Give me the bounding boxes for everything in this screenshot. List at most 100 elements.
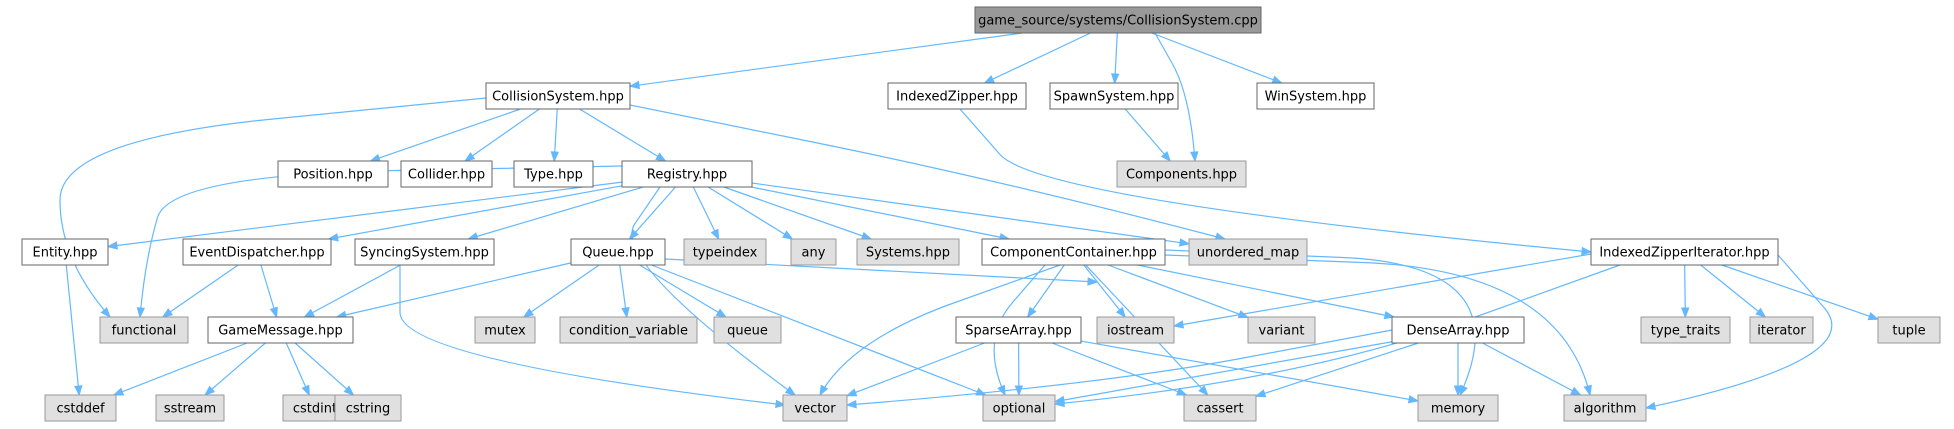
node-label: memory xyxy=(1431,402,1486,417)
edge-IndexedZipperIterator-to-type_traits xyxy=(1680,264,1690,319)
edge-DenseArray-to-optional xyxy=(1053,341,1393,405)
node-CollisionSystem[interactable]: CollisionSystem.hpp xyxy=(485,82,631,110)
node-label: SyncingSystem.hpp xyxy=(360,246,489,261)
node-box xyxy=(485,82,631,110)
node-cassert: cassert xyxy=(1183,394,1257,422)
edge-Queue-to-optional xyxy=(651,264,987,396)
node-condition_variable: condition_variable xyxy=(559,316,698,344)
node-box xyxy=(1417,394,1499,422)
node-label: typeindex xyxy=(693,246,758,261)
graph-nodes: game_source/systems/CollisionSystem.cppC… xyxy=(21,6,1941,422)
edge-SparseArray-to-memory xyxy=(1080,340,1420,404)
node-label: Collider.hpp xyxy=(408,168,485,183)
node-typeindex: typeindex xyxy=(683,238,767,266)
node-EventDispatcher[interactable]: EventDispatcher.hpp xyxy=(182,238,332,266)
node-Registry[interactable]: Registry.hpp xyxy=(621,160,753,188)
edge-IndexedZipperIterator-to-tuple xyxy=(1721,264,1880,321)
node-mutex: mutex xyxy=(474,316,536,344)
node-IndexedZipper[interactable]: IndexedZipper.hpp xyxy=(887,82,1027,110)
node-box xyxy=(1247,316,1316,344)
edge-root-to-IndexedZipper xyxy=(983,32,1091,84)
node-label: unordered_map xyxy=(1197,246,1300,261)
node-WinSystem[interactable]: WinSystem.hpp xyxy=(1256,82,1375,110)
node-label: cstring xyxy=(346,402,390,417)
node-box xyxy=(559,316,698,344)
node-box xyxy=(44,394,117,422)
edge-CollisionSystem-to-Registry xyxy=(579,108,667,162)
node-ComponentContainer[interactable]: ComponentContainer.hpp xyxy=(981,238,1166,266)
node-iostream: iostream xyxy=(1096,316,1175,344)
edge-GameMessage-to-cstdint xyxy=(285,342,310,397)
node-GameMessage[interactable]: GameMessage.hpp xyxy=(207,316,354,344)
node-Type[interactable]: Type.hpp xyxy=(513,160,594,188)
node-box xyxy=(513,160,594,188)
node-label: Registry.hpp xyxy=(647,168,727,183)
node-box xyxy=(1640,316,1731,344)
node-any: any xyxy=(790,238,837,266)
node-box xyxy=(1590,238,1779,266)
edge-DenseArray-to-cassert xyxy=(1254,342,1419,398)
node-DenseArray[interactable]: DenseArray.hpp xyxy=(1391,316,1525,344)
node-vector: vector xyxy=(782,394,848,422)
edge-IndexedZipperIterator-to-iterator xyxy=(1700,264,1767,318)
edge-Queue-to-condition_variable xyxy=(619,264,630,319)
node-box xyxy=(354,238,495,266)
node-label: type_traits xyxy=(1651,324,1721,339)
edge-IndexedZipperIterator-to-algorithm xyxy=(1644,254,1833,411)
node-box xyxy=(782,394,848,422)
node-box xyxy=(974,6,1262,34)
node-Entity[interactable]: Entity.hpp xyxy=(21,238,109,266)
node-box xyxy=(400,160,493,188)
node-box xyxy=(277,160,389,188)
node-box xyxy=(1096,316,1175,344)
node-box xyxy=(1749,316,1814,344)
edge-SyncingSystem-to-vector xyxy=(399,264,787,409)
edge-ComponentContainer-to-vector xyxy=(819,264,1063,397)
node-box xyxy=(1049,82,1179,110)
node-box xyxy=(21,238,109,266)
node-SparseArray[interactable]: SparseArray.hpp xyxy=(955,316,1082,344)
node-IndexedZipperIterator[interactable]: IndexedZipperIterator.hpp xyxy=(1590,238,1779,266)
edge-Registry-to-vector xyxy=(631,185,797,396)
edge-SyncingSystem-to-GameMessage xyxy=(303,264,401,318)
node-label: cstdint xyxy=(293,402,337,417)
edge-ComponentContainer-to-algorithm xyxy=(1164,254,1592,397)
node-box xyxy=(1116,160,1247,188)
edge-Registry-to-Queue xyxy=(628,186,676,241)
node-label: variant xyxy=(1259,324,1305,339)
node-box xyxy=(955,316,1082,344)
node-label: CollisionSystem.hpp xyxy=(492,90,624,105)
node-label: queue xyxy=(727,324,768,339)
node-label: Queue.hpp xyxy=(582,246,654,261)
node-label: mutex xyxy=(484,324,526,339)
node-queue: queue xyxy=(713,316,782,344)
node-Components: Components.hpp xyxy=(1116,160,1247,188)
edge-SparseArray-to-vector xyxy=(845,342,985,397)
node-label: optional xyxy=(993,402,1046,417)
node-label: SparseArray.hpp xyxy=(965,324,1072,339)
node-SyncingSystem[interactable]: SyncingSystem.hpp xyxy=(354,238,495,266)
node-label: game_source/systems/CollisionSystem.cpp xyxy=(978,14,1258,29)
node-box xyxy=(982,394,1056,422)
node-SpawnSystem[interactable]: SpawnSystem.hpp xyxy=(1049,82,1179,110)
node-label: GameMessage.hpp xyxy=(218,324,343,339)
node-Queue[interactable]: Queue.hpp xyxy=(570,238,666,266)
node-box xyxy=(713,316,782,344)
node-optional: optional xyxy=(982,394,1056,422)
node-box xyxy=(1563,394,1647,422)
edge-EventDispatcher-to-GameMessage xyxy=(260,264,278,319)
node-Position[interactable]: Position.hpp xyxy=(277,160,389,188)
edge-CollisionSystem-to-Type xyxy=(550,108,560,163)
node-label: Systems.hpp xyxy=(866,246,950,261)
node-label: SpawnSystem.hpp xyxy=(1054,90,1175,105)
node-label: cstddef xyxy=(56,402,105,417)
node-box xyxy=(474,316,536,344)
node-label: WinSystem.hpp xyxy=(1265,90,1367,105)
node-Collider[interactable]: Collider.hpp xyxy=(400,160,493,188)
node-label: Type.hpp xyxy=(523,168,583,183)
node-label: IndexedZipperIterator.hpp xyxy=(1599,246,1769,261)
node-label: EventDispatcher.hpp xyxy=(189,246,324,261)
node-box xyxy=(621,160,753,188)
node-label: functional xyxy=(112,324,177,339)
node-root[interactable]: game_source/systems/CollisionSystem.cpp xyxy=(974,6,1262,34)
